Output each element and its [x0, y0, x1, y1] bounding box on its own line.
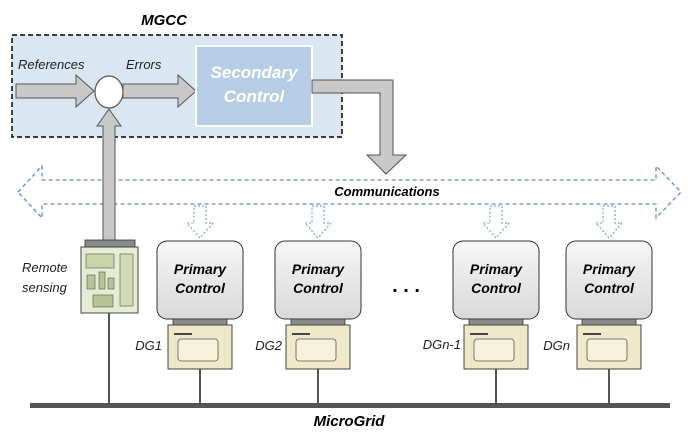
mgcc-title: MGCC	[141, 12, 188, 29]
dg-label: DGn-1	[423, 337, 461, 352]
comm-arrows	[185, 205, 624, 239]
ellipsis: . . .	[392, 275, 420, 297]
comm-arrow-dg1	[185, 205, 215, 239]
secondary-output-arrow	[311, 79, 408, 175]
remote-sensing-line1: Remote	[22, 260, 68, 275]
dg-top-strip	[468, 318, 524, 326]
unit-dgn-1: Primary Control DGn-1	[423, 240, 540, 370]
unit-dgn: Primary Control DGn	[543, 240, 653, 370]
dg-top-strip	[172, 318, 228, 326]
unit-dg2: Primary Control DG2	[255, 240, 362, 370]
communications-bus	[17, 164, 682, 220]
primary-control-line1: Primary	[470, 261, 523, 277]
primary-control-line1: Primary	[583, 261, 636, 277]
dg-top-strip	[290, 318, 346, 326]
dg-label: DGn	[543, 338, 570, 353]
unit-dg1: Primary Control DG1	[135, 240, 244, 370]
secondary-control-line2: Control	[224, 87, 286, 106]
primary-control-line2: Control	[584, 280, 635, 296]
remote-sensing-device	[80, 239, 139, 314]
feedback-arrow	[96, 108, 122, 243]
dg-label: DG1	[135, 338, 162, 353]
errors-arrow	[122, 73, 197, 109]
mgcc-block: MGCC References Errors Secondary Control	[11, 12, 343, 138]
remote-sensing-line2: sensing	[22, 280, 68, 295]
dg-top-strip	[581, 318, 637, 326]
comm-arrow-dgn	[594, 205, 624, 239]
primary-control-line2: Control	[471, 280, 522, 296]
references-arrow	[15, 73, 95, 109]
summing-junction	[94, 75, 124, 109]
comm-arrow-dgn-1	[481, 205, 511, 239]
primary-control-line2: Control	[293, 280, 344, 296]
microgrid-label: MicroGrid	[314, 413, 386, 430]
errors-label: Errors	[126, 57, 162, 72]
references-label: References	[18, 57, 85, 72]
dg-label: DG2	[255, 338, 283, 353]
communications-label: Communications	[334, 184, 439, 199]
secondary-control-line1: Secondary	[211, 63, 299, 82]
primary-control-line1: Primary	[174, 261, 227, 277]
primary-control-line1: Primary	[292, 261, 345, 277]
comm-arrow-dg2	[303, 205, 333, 239]
bus-connectors	[108, 313, 610, 406]
secondary-control-box	[195, 45, 313, 127]
primary-control-line2: Control	[175, 280, 226, 296]
microgrid-bus	[30, 403, 670, 408]
